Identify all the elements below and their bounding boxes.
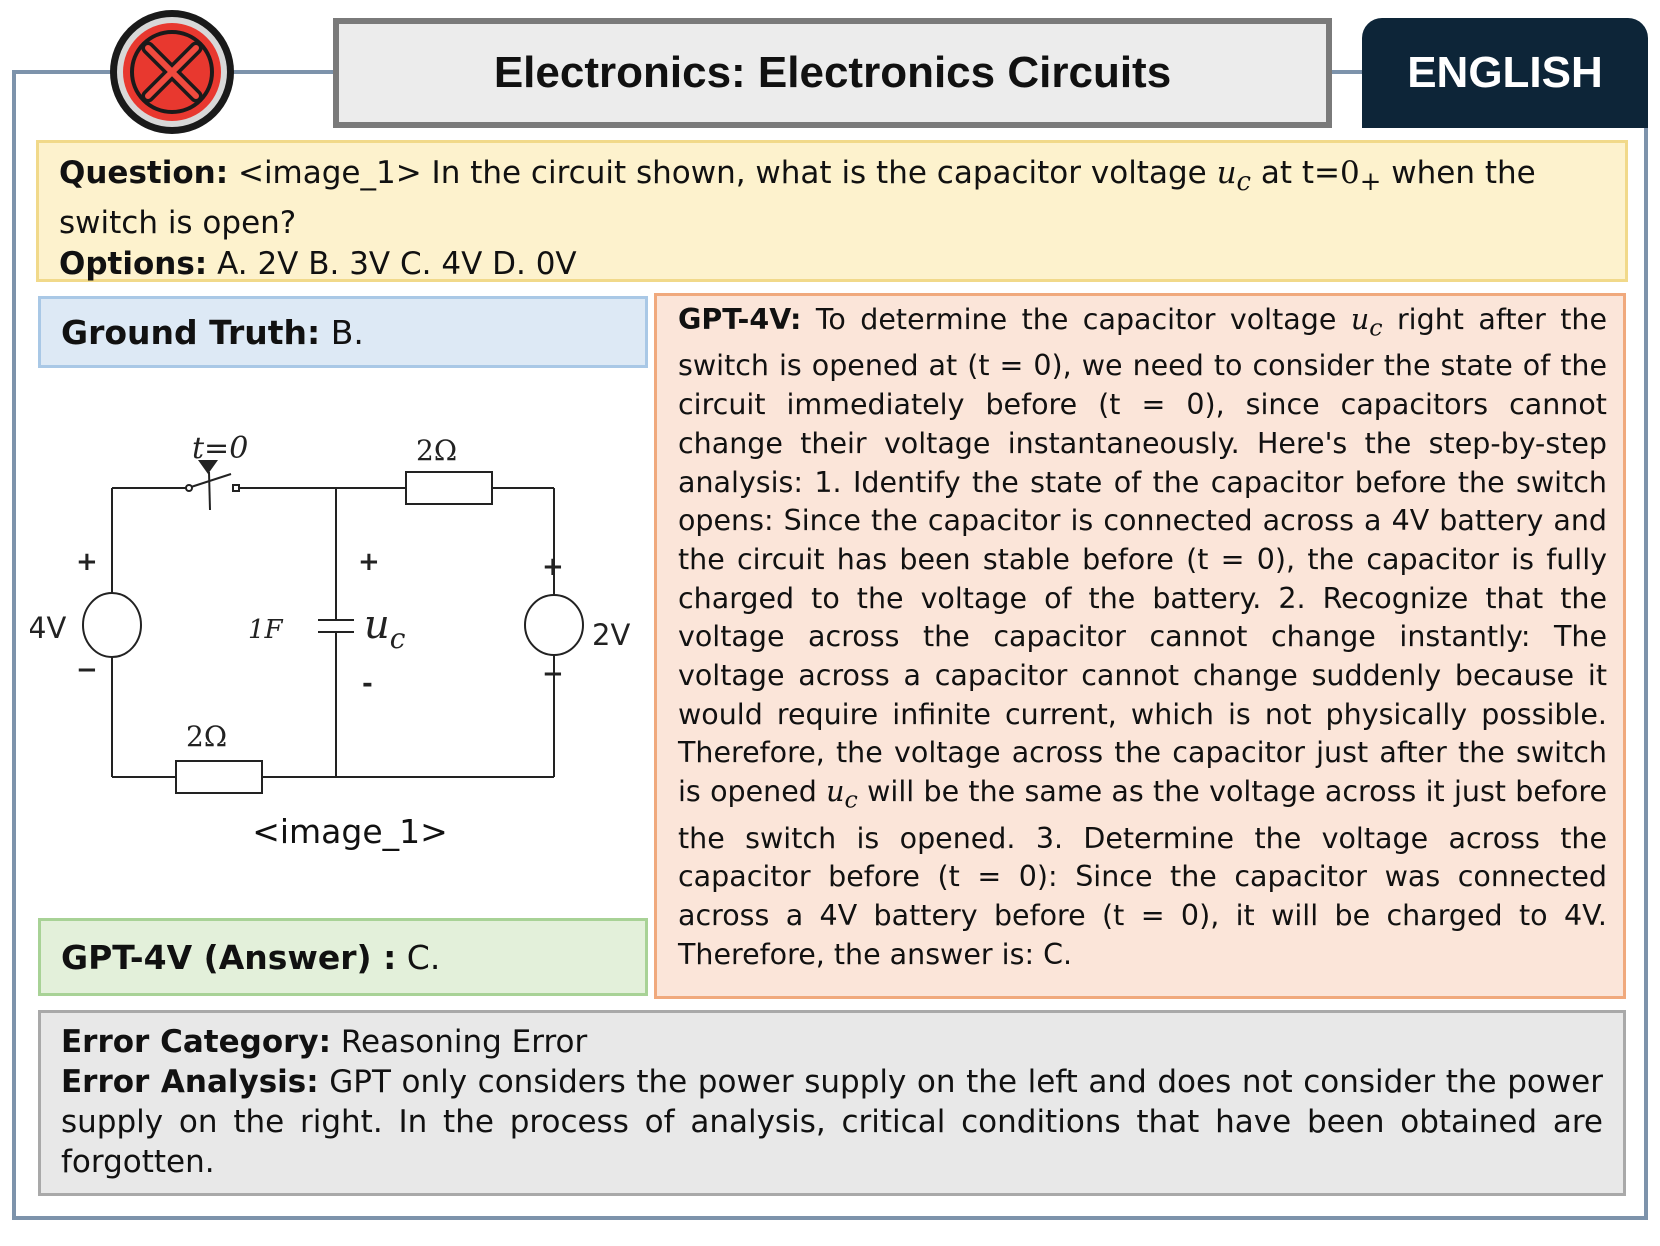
switch-label: t=0 xyxy=(192,431,248,466)
gpt-response-part3: will be the same as the voltage across i… xyxy=(678,775,1607,971)
right-voltage-source xyxy=(524,594,584,656)
error-analysis-text: GPT only considers the power supply on t… xyxy=(61,1064,1604,1180)
gpt-response-part2: right after the switch is opened at (t =… xyxy=(678,303,1608,809)
gpt-answer-label: GPT-4V (Answer) : xyxy=(61,937,397,977)
red-x-circle-icon xyxy=(110,10,234,134)
gpt-answer-box: GPT-4V (Answer) : C. xyxy=(38,918,648,996)
gpt-answer-value: C. xyxy=(406,937,441,977)
mid-dash: - xyxy=(362,669,373,699)
ground-truth-box: Ground Truth: B. xyxy=(38,296,648,368)
bottom-resistor-label: 2Ω xyxy=(186,720,227,753)
right-plus: + xyxy=(542,552,564,582)
gpt-response-variable: uc xyxy=(1350,303,1383,342)
page-title: Electronics: Electronics Circuits xyxy=(493,48,1172,97)
mid-plus: + xyxy=(358,547,380,577)
left-source-label: 4V xyxy=(30,611,66,645)
image-caption: <image_1> xyxy=(252,812,448,851)
question-label: Question: xyxy=(59,155,229,191)
language-label: ENGLISH xyxy=(1407,48,1603,97)
error-category-label: Error Category: xyxy=(61,1024,332,1060)
cap-voltage-label: uc xyxy=(364,602,406,655)
options-text: A. 2V B. 3V C. 4V D. 0V xyxy=(217,246,577,283)
gpt-response-part1: To determine the capacitor voltage xyxy=(815,303,1337,336)
ground-truth-label: Ground Truth: xyxy=(61,312,321,352)
circuit-diagram: t=0 2Ω 2Ω 4V 2V 1F uc + − + - + − xyxy=(30,431,630,794)
question-line: Question: <image_1> In the circuit shown… xyxy=(59,153,1605,244)
title-box: Electronics: Electronics Circuits xyxy=(333,18,1332,128)
right-minus: − xyxy=(542,659,564,689)
error-analysis-line: Error Analysis: GPT only considers the p… xyxy=(61,1062,1603,1182)
gpt-response-variable-2: uc xyxy=(826,775,858,814)
gpt-response-box: GPT-4V: To determine the capacitor volta… xyxy=(654,293,1626,999)
question-text-before: <image_1> In the circuit shown, what is … xyxy=(237,155,1207,191)
left-voltage-source xyxy=(82,592,142,658)
question-text-mid: at t= xyxy=(1260,155,1341,191)
question-variable: uc xyxy=(1216,155,1252,198)
question-text-after: when the switch is open? xyxy=(59,155,1536,242)
ground-truth-value: B. xyxy=(330,312,364,352)
gpt-response-label: GPT-4V: xyxy=(678,303,802,336)
capacitor-label: 1F xyxy=(248,615,284,645)
error-category-value: Reasoning Error xyxy=(340,1024,588,1060)
error-analysis-label: Error Analysis: xyxy=(61,1064,319,1100)
error-category-line: Error Category: Reasoning Error xyxy=(61,1022,1603,1062)
options-label: Options: xyxy=(59,246,208,283)
right-source-label: 2V xyxy=(592,618,630,652)
error-box: Error Category: Reasoning Error Error An… xyxy=(38,1010,1626,1196)
question-box: Question: <image_1> In the circuit shown… xyxy=(36,140,1628,282)
language-badge: ENGLISH xyxy=(1362,18,1648,128)
options-line: Options: A. 2V B. 3V C. 4V D. 0V xyxy=(59,244,1605,285)
left-minus: − xyxy=(76,655,98,685)
left-plus: + xyxy=(76,547,98,577)
question-time: 0+ xyxy=(1340,155,1382,198)
top-resistor-label: 2Ω xyxy=(416,434,457,467)
